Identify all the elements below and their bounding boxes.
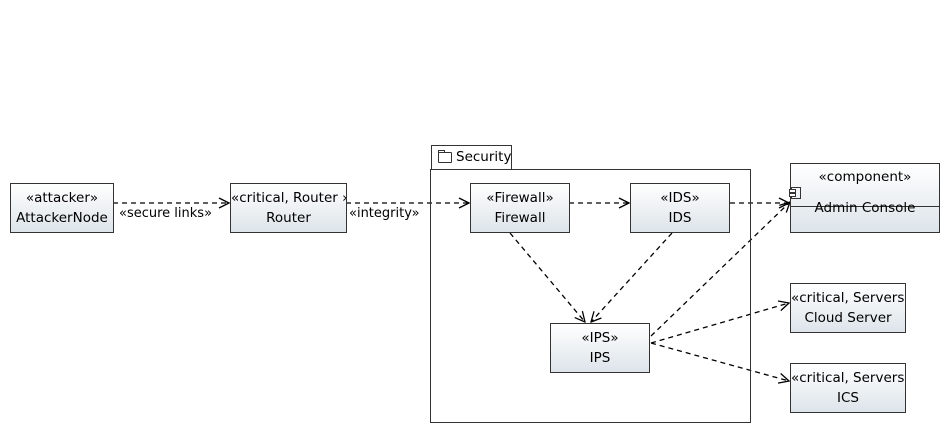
package-name: Security (456, 149, 512, 165)
edge-ips-cloud (650, 303, 789, 344)
node-router[interactable]: «critical, Router » Router (230, 183, 347, 233)
node-stereotype: «attacker» (25, 190, 99, 206)
node-name: Firewall (494, 210, 546, 226)
node-stereotype: «critical, Servers» (791, 370, 906, 386)
node-stereotype: «critical, Router » (231, 190, 347, 206)
package-security[interactable] (430, 169, 751, 423)
node-attacker[interactable]: «attacker» AttackerNode (10, 183, 114, 233)
node-stereotype: «IPS» (581, 330, 619, 346)
node-name-row: Admin Console (789, 187, 939, 218)
node-name: Admin Console (814, 200, 916, 216)
package-tab-security[interactable]: Security (431, 145, 512, 170)
node-name: Router (266, 210, 311, 226)
node-name: Cloud Server (804, 310, 892, 326)
node-firewall[interactable]: «Firewall» Firewall (470, 183, 570, 233)
node-stereotype: «Firewall» (486, 190, 554, 206)
folder-icon (438, 150, 452, 163)
edge-firewall-ips (509, 232, 585, 322)
node-ips[interactable]: «IPS» IPS (550, 323, 650, 373)
node-stereotype: «critical, Servers» (791, 290, 906, 306)
node-name: ICS (837, 390, 859, 406)
edge-ids-ips (591, 232, 673, 322)
node-name: IPS (589, 350, 611, 366)
edge-label-integrity: «integrity» (349, 206, 420, 221)
edge-label-secure-links: «secure links» (119, 206, 213, 221)
node-ics[interactable]: «critical, Servers» ICS (790, 363, 906, 413)
component-icon (789, 187, 801, 199)
node-name: IDS (668, 210, 692, 226)
node-admin-console[interactable]: «component» Admin Console (789, 163, 940, 233)
node-stereotype: «component» (818, 169, 912, 185)
component-header: «component» Admin Console (789, 164, 939, 216)
node-cloud-server[interactable]: «critical, Servers» Cloud Server (790, 283, 906, 333)
node-name: AttackerNode (16, 210, 108, 226)
node-ids[interactable]: «IDS» IDS (630, 183, 730, 233)
edge-ips-ics (650, 342, 789, 381)
node-stereotype: «IDS» (660, 190, 700, 206)
